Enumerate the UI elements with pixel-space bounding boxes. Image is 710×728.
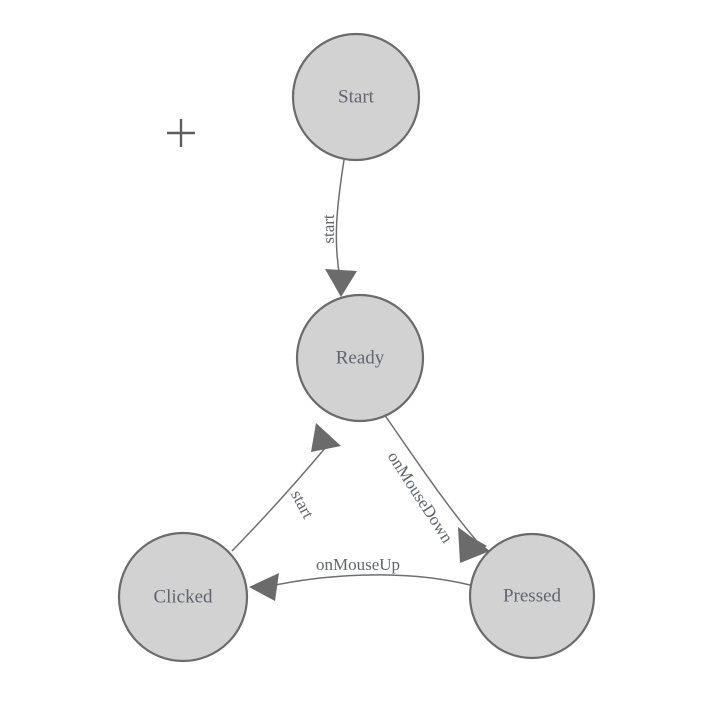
edge-line	[335, 159, 345, 279]
edge-pressed-to-clicked[interactable]: onMouseUp	[249, 555, 471, 601]
node-ready[interactable]: Ready	[295, 293, 425, 423]
node-ready-circle[interactable]	[295, 293, 425, 423]
edge-start-to-ready[interactable]: start	[319, 159, 357, 297]
edge-ready-to-pressed[interactable]: onMouseDown	[383, 413, 490, 563]
arrowhead-icon	[311, 423, 341, 452]
node-pressed[interactable]: Pressed	[468, 532, 596, 660]
arrowhead-icon-body	[458, 527, 490, 563]
edge-line	[231, 446, 327, 552]
arrowhead-icon	[249, 573, 279, 601]
edge-clicked-to-ready[interactable]: start	[231, 423, 341, 552]
edge-label-start-to-ready: start	[319, 214, 338, 244]
node-clicked-circle[interactable]	[117, 531, 249, 663]
node-clicked-label: Clicked	[153, 586, 213, 607]
node-start-circle[interactable]	[291, 32, 421, 162]
arrowhead-icon	[325, 269, 357, 297]
edge-line	[383, 413, 482, 547]
node-pressed-label: Pressed	[503, 585, 562, 606]
node-clicked[interactable]: Clicked	[117, 531, 249, 663]
edge-label-pressed-to-clicked: onMouseUp	[316, 555, 400, 574]
node-ready-label: Ready	[336, 347, 385, 368]
node-start[interactable]: Start	[291, 32, 421, 162]
node-start-label: Start	[338, 86, 375, 107]
edge-label-ready-to-pressed: onMouseDown	[384, 448, 457, 547]
edge-line	[265, 574, 471, 588]
edge-label-clicked-to-ready: start	[287, 487, 318, 522]
node-pressed-circle[interactable]	[468, 532, 596, 660]
crosshair-icon[interactable]	[167, 119, 195, 147]
